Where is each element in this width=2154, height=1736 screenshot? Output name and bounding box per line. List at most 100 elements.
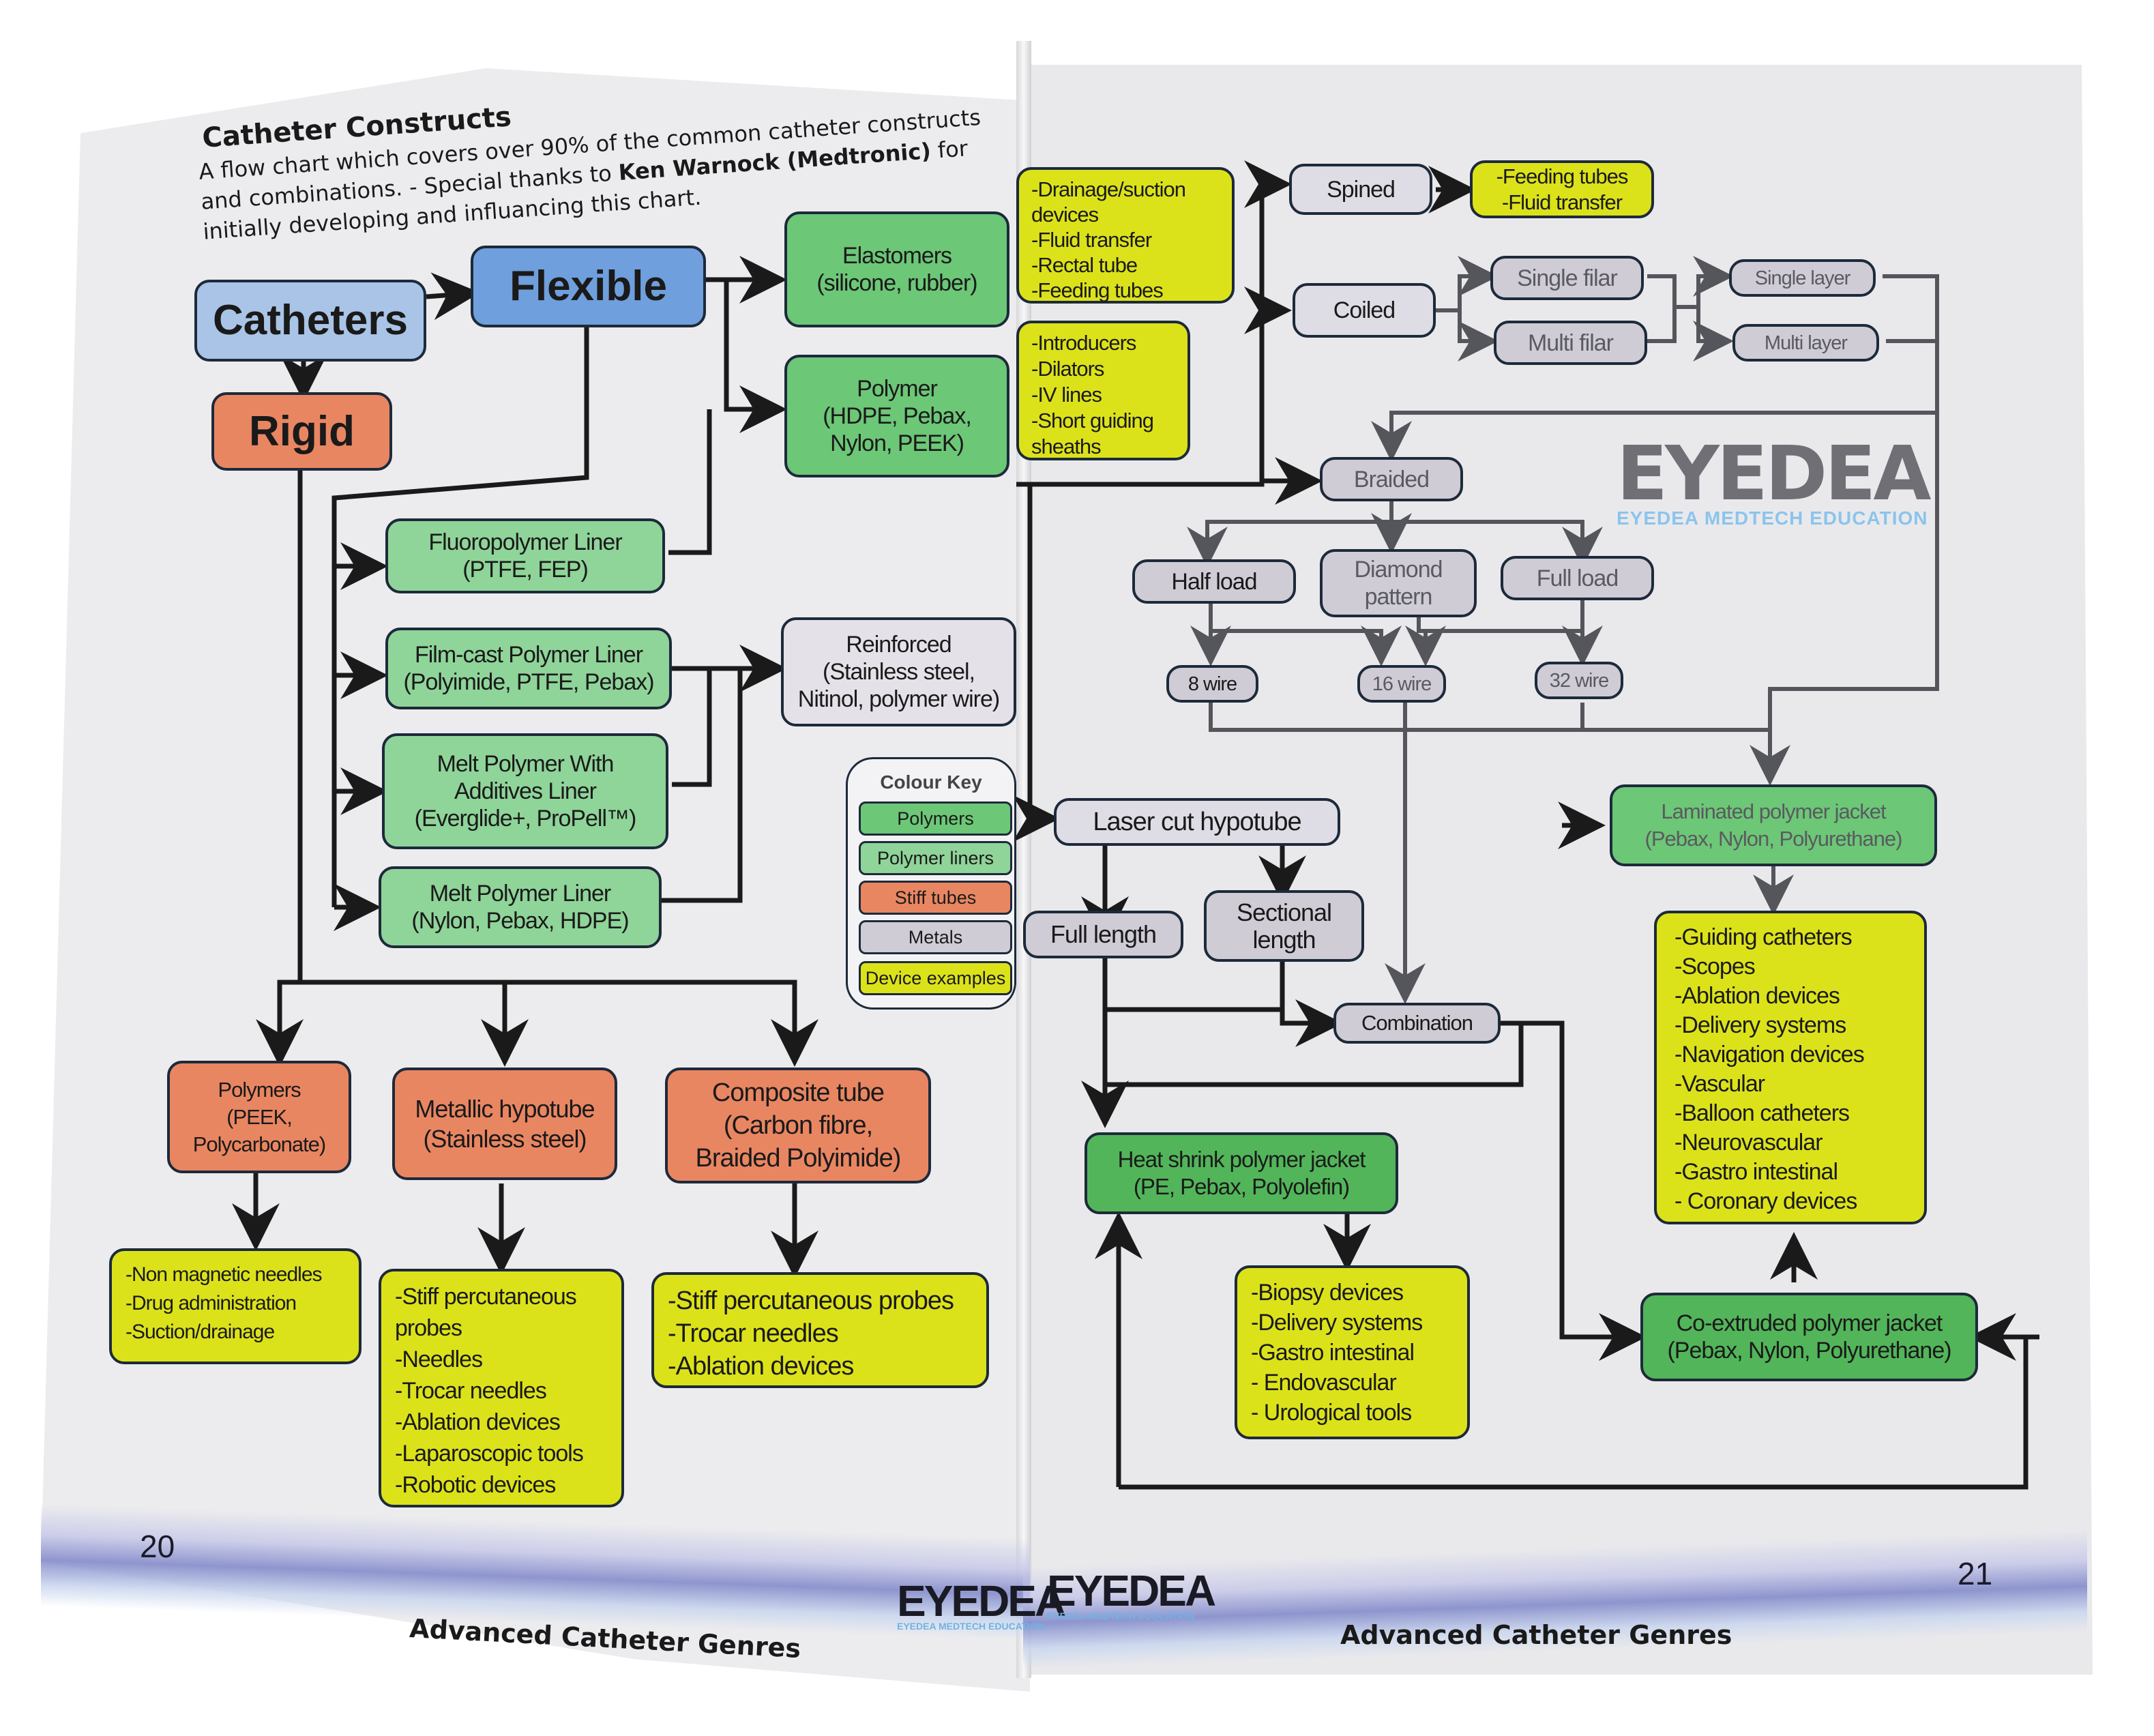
footer-title-right: Advanced Catheter Genres: [1340, 1620, 1732, 1650]
node-coextruded-line-1: Co-extruded polymer jacket: [1676, 1310, 1943, 1336]
node-diamond-pattern: Diamond pattern: [1320, 549, 1477, 617]
node-rigid-polymers-line-2: (PEEK,: [226, 1104, 293, 1129]
device-item: -Ablation devices: [395, 1409, 561, 1435]
node-braided: Braided: [1320, 457, 1463, 501]
node-laminated-line-2: (Pebax, Nylon, Polyurethane): [1644, 827, 1903, 851]
node-reinforced-line-2: (Stainless steel,: [823, 659, 975, 685]
node-fluoropolymer-line-1: Fluoropolymer Liner: [428, 529, 622, 555]
node-rigid-polymers: Polymers (PEEK, Polycarbonate): [167, 1061, 351, 1173]
node-polymer: Polymer (HDPE, Pebax, Nylon, PEEK): [784, 355, 1009, 477]
device-item: -Rectal tube: [1031, 253, 1138, 277]
node-single-layer: Single layer: [1729, 259, 1876, 297]
device-item: -Stiff percutaneous: [395, 1284, 577, 1310]
device-item: -Fluid transfer: [1031, 228, 1152, 252]
node-filmcast-line-2: (Polyimide, PTFE, Pebax): [403, 669, 654, 695]
node-composite-line-1: Composite tube: [711, 1078, 885, 1107]
devices-spined: -Feeding tubes -Fluid transfer: [1470, 160, 1654, 218]
node-coextruded-jacket: Co-extruded polymer jacket (Pebax, Nylon…: [1640, 1293, 1978, 1381]
node-combination: Combination: [1333, 1003, 1501, 1044]
eyedea-logo-mark: EYEDEA: [1617, 430, 1932, 517]
node-sectional-line-1: Sectional: [1236, 898, 1332, 926]
node-elastomers-line-1: Elastomers: [842, 243, 952, 269]
device-item: -Drainage/suction: [1031, 177, 1186, 201]
node-half-load: Half load: [1132, 559, 1296, 604]
node-spined: Spined: [1289, 164, 1432, 215]
device-item: -Needles: [395, 1347, 483, 1372]
devices-elastomers: -Drainage/suction devices -Fluid transfe…: [1016, 167, 1235, 304]
node-elastomers-line-2: (silicone, rubber): [816, 270, 977, 296]
device-item: -Laparoscopic tools: [395, 1441, 584, 1467]
node-multi-layer: Multi layer: [1732, 324, 1879, 362]
eyedea-logo-subtitle: EYEDEA MEDTECH EDUCATION: [1617, 507, 1928, 529]
node-reinforced-line-3: Nitinol, polymer wire): [797, 686, 1000, 712]
device-item: -Scopes: [1674, 954, 1756, 980]
node-melt-additives-liner: Melt Polymer With Additives Liner (Everg…: [382, 733, 668, 849]
device-item: -Trocar needles: [668, 1319, 839, 1348]
right-page: [1023, 65, 2093, 1675]
device-item: -Ablation devices: [668, 1352, 854, 1381]
colour-key: Colour Key Polymers Polymer liners Stiff…: [846, 757, 1016, 1010]
node-composite-tube: Composite tube (Carbon fibre, Braided Po…: [665, 1068, 931, 1183]
device-item: -Gastro intestinal: [1251, 1340, 1415, 1366]
devices-composite-tube: -Stiff percutaneous probes -Trocar needl…: [651, 1272, 989, 1388]
node-full-load: Full load: [1501, 556, 1654, 600]
node-reinforced-line-1: Reinforced: [846, 632, 951, 658]
node-melt-additives-line-3: (Everglide+, ProPell™): [414, 806, 637, 832]
node-laser-cut-hypotube: Laser cut hypotube: [1054, 798, 1340, 846]
devices-metallic-hypotube: -Stiff percutaneous probes -Needles -Tro…: [379, 1269, 624, 1507]
device-item: sheaths: [1031, 435, 1102, 458]
node-flexible: Flexible: [471, 246, 706, 327]
key-polymer-liners: Polymer liners: [859, 841, 1012, 875]
node-heat-shrink-line-2: (PE, Pebax, Polyolefin): [1133, 1174, 1350, 1199]
device-item: -Biopsy devices: [1251, 1280, 1404, 1306]
node-32-wire: 32 wire: [1535, 662, 1623, 699]
node-melt-additives-line-2: Additives Liner: [454, 778, 597, 804]
node-polymer-line-2: (HDPE, Pebax,: [823, 403, 972, 429]
node-filmcast-liner: Film-cast Polymer Liner (Polyimide, PTFE…: [385, 628, 672, 709]
device-item: -Stiff percutaneous probes: [668, 1286, 954, 1315]
device-item: -Guiding catheters: [1674, 924, 1853, 950]
device-item: -Introducers: [1031, 331, 1136, 355]
device-item: -Non magnetic needles: [126, 1263, 323, 1286]
node-composite-line-3: Braided Polyimide): [695, 1144, 902, 1173]
node-full-length: Full length: [1023, 911, 1183, 958]
device-item: -Feeding tubes: [1496, 164, 1629, 188]
node-metallic-line-2: (Stainless steel): [423, 1124, 587, 1153]
node-filmcast-line-1: Film-cast Polymer Liner: [414, 642, 643, 668]
device-item: -Robotic devices: [395, 1472, 556, 1498]
device-item: - Coronary devices: [1674, 1188, 1857, 1214]
key-polymers: Polymers: [859, 801, 1012, 836]
footer-logo-right-sub: EYEDEA MEDTECH EDUCATION: [1047, 1610, 1195, 1621]
node-melt-liner-line-2: (Nylon, Pebax, HDPE): [411, 908, 629, 934]
device-item: -Suction/drainage: [126, 1321, 275, 1343]
node-laminated-jacket: Laminated polymer jacket (Pebax, Nylon, …: [1610, 784, 1937, 866]
node-heat-shrink-line-1: Heat shrink polymer jacket: [1117, 1147, 1366, 1172]
footer-logo-left-sub: EYEDEA MEDTECH EDUCATION: [897, 1621, 1045, 1632]
device-item: probes: [395, 1315, 462, 1341]
device-item: -Dilators: [1031, 357, 1104, 381]
node-sectional-length: Sectional length: [1204, 890, 1364, 962]
node-metallic-line-1: Metallic hypotube: [415, 1094, 595, 1123]
node-coextruded-line-2: (Pebax, Nylon, Polyurethane): [1667, 1338, 1951, 1364]
device-item: -Vascular: [1674, 1071, 1765, 1097]
device-item: -Short guiding: [1031, 409, 1154, 432]
device-item: -Drug administration: [126, 1292, 297, 1314]
page-number-left: 20: [140, 1529, 175, 1564]
devices-laminated-jacket: -Guiding catheters -Scopes -Ablation dev…: [1654, 911, 1927, 1224]
node-composite-line-2: (Carbon fibre,: [723, 1111, 873, 1140]
node-rigid-polymers-line-3: Polycarbonate): [192, 1132, 327, 1156]
footer-logo-left: EYEDEA EYEDEA MEDTECH EDUCATION: [897, 1576, 1066, 1632]
device-item: -Ablation devices: [1674, 983, 1840, 1009]
node-elastomers: Elastomers (silicone, rubber): [784, 211, 1009, 327]
footer-logo-right: EYEDEA EYEDEA MEDTECH EDUCATION: [1047, 1565, 1216, 1621]
device-item: - Urological tools: [1251, 1400, 1412, 1426]
node-single-filar: Single filar: [1490, 256, 1644, 300]
devices-rigid-polymers: -Non magnetic needles -Drug administrati…: [109, 1248, 362, 1364]
device-item: -Trocar needles: [395, 1378, 547, 1404]
colour-key-title: Colour Key: [880, 771, 982, 793]
device-item: -Delivery systems: [1251, 1310, 1423, 1336]
device-item: -Fluid transfer: [1501, 190, 1623, 214]
node-fluoropolymer-line-2: (PTFE, FEP): [462, 557, 589, 583]
device-item: -Gastro intestinal: [1674, 1159, 1838, 1185]
node-8-wire: 8 wire: [1166, 665, 1258, 703]
